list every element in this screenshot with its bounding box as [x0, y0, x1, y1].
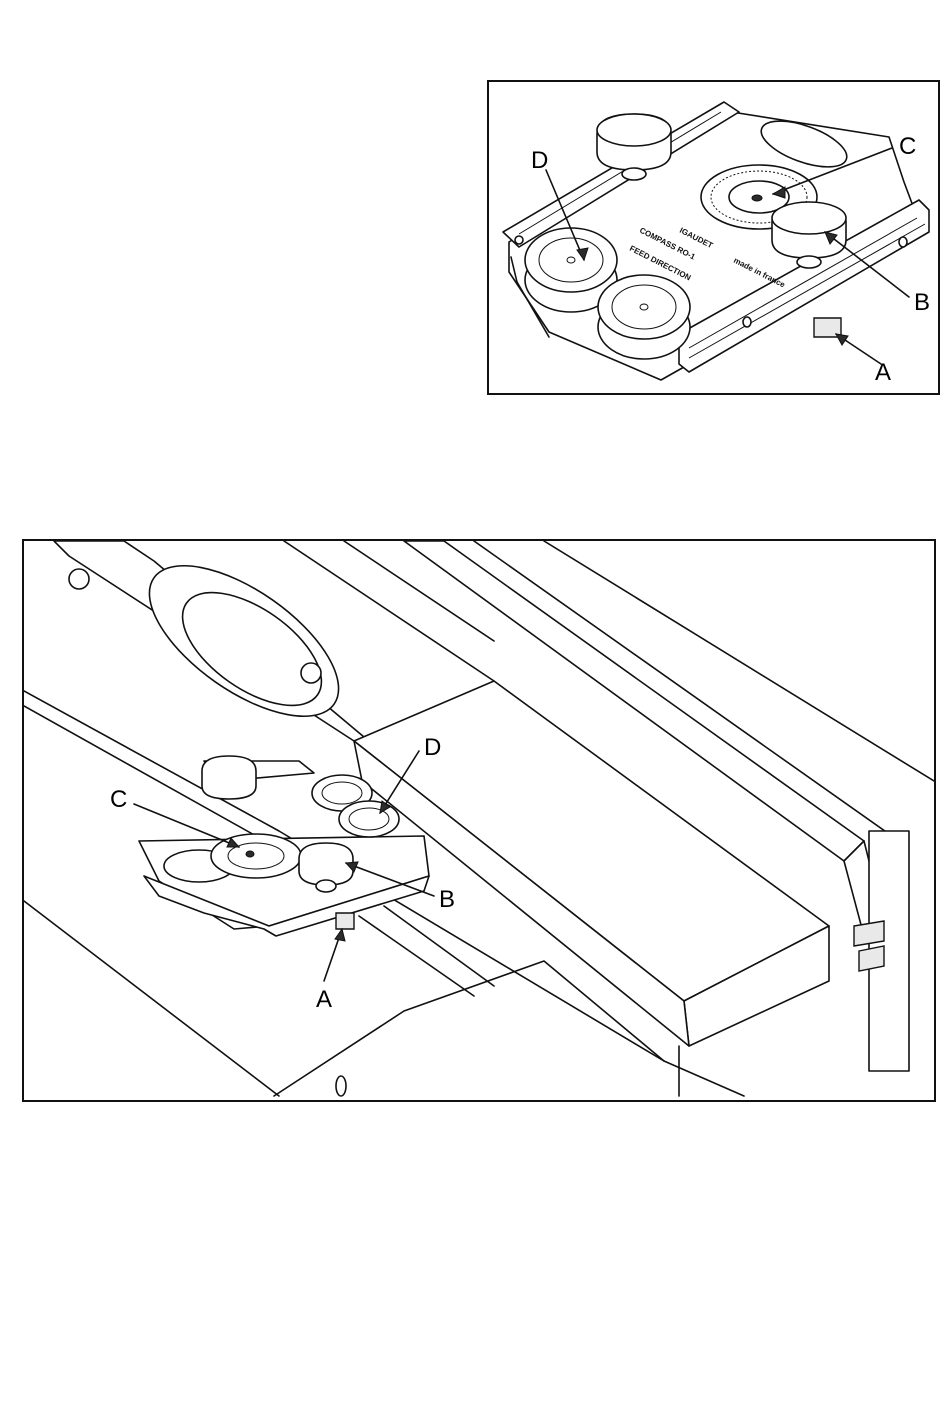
scene-label-d: D: [424, 734, 441, 761]
scene-view-frame: C D B A: [22, 539, 936, 1102]
detail-view-frame: IGAUDET COMPASS RO-1 FEED DIRECTION made…: [487, 80, 940, 395]
scene-label-a: A: [316, 986, 332, 1013]
saw-blade-guard: [54, 541, 372, 749]
label-d: D: [531, 147, 548, 174]
label-c: C: [899, 133, 916, 160]
detail-view-drawing: IGAUDET COMPASS RO-1 FEED DIRECTION made…: [489, 82, 938, 393]
scene-label-c: C: [110, 786, 127, 813]
roller-rear: [598, 275, 690, 359]
label-a: A: [875, 359, 891, 386]
label-b: B: [914, 289, 930, 316]
scene-view-drawing: C D B A: [24, 541, 934, 1100]
scene-label-b: B: [439, 886, 455, 913]
